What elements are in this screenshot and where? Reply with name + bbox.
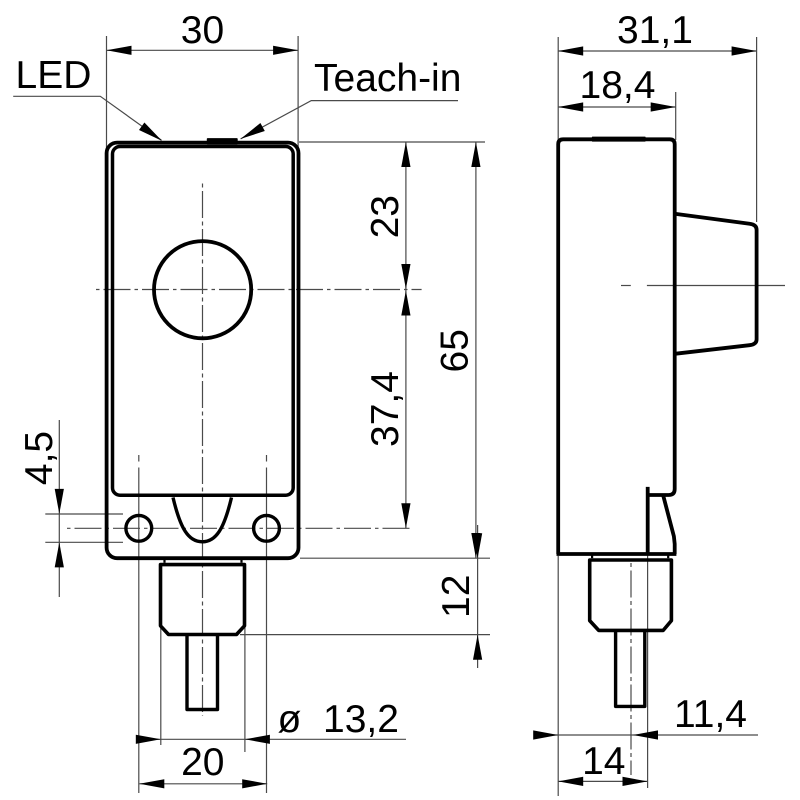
svg-text:11,4: 11,4 bbox=[674, 693, 747, 736]
svg-text:31,1: 31,1 bbox=[617, 9, 693, 52]
svg-text:23: 23 bbox=[364, 195, 407, 238]
svg-text:30: 30 bbox=[181, 9, 224, 52]
svg-text:4,5: 4,5 bbox=[18, 431, 61, 485]
svg-text:LED: LED bbox=[16, 54, 92, 97]
svg-text:13,2: 13,2 bbox=[323, 698, 399, 741]
svg-text:14: 14 bbox=[582, 740, 625, 783]
svg-text:37,4: 37,4 bbox=[364, 371, 407, 447]
svg-text:18,4: 18,4 bbox=[580, 64, 656, 107]
svg-text:65: 65 bbox=[433, 329, 476, 372]
svg-text:20: 20 bbox=[181, 741, 224, 784]
svg-text:12: 12 bbox=[435, 575, 478, 618]
svg-text:ø: ø bbox=[278, 698, 302, 741]
svg-text:Teach-in: Teach-in bbox=[314, 57, 461, 100]
